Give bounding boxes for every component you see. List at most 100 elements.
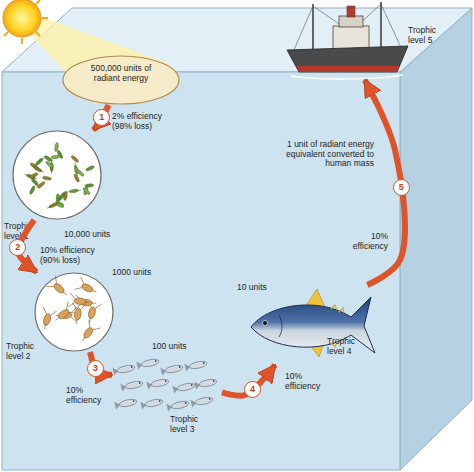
- zooplankton-antenna: [55, 308, 76, 323]
- phytoplankton: [29, 185, 36, 194]
- node-text: Trophic level 2: [6, 342, 42, 361]
- zooplankton: [38, 307, 57, 331]
- zooplankton-antenna: [51, 302, 76, 326]
- phytoplankton-spine: [34, 157, 44, 167]
- ship-wake: [291, 75, 403, 79]
- fish-eye: [213, 380, 215, 382]
- fish-eye: [209, 398, 211, 400]
- annotation-text: 1 unit of radiant energy equivalent conv…: [262, 140, 374, 169]
- small-fish: [194, 377, 217, 389]
- phytoplankton: [45, 160, 54, 168]
- fish-body: [151, 378, 170, 388]
- zooplankton-body: [42, 313, 51, 326]
- zooplankton-body: [81, 282, 95, 293]
- school-node: 100 unitsTrophic level 3: [112, 355, 222, 417]
- zooplankton-antenna: [74, 277, 99, 299]
- fish-body: [119, 398, 138, 408]
- node-illustration: [12, 130, 102, 220]
- phytoplankton: [57, 190, 67, 203]
- fish-eye: [179, 366, 181, 368]
- fish-body: [165, 364, 184, 374]
- small-fish: [120, 379, 143, 391]
- step-number: 1: [93, 109, 110, 126]
- node-text: Trophic level 5: [408, 26, 453, 45]
- zooplankton: [77, 320, 101, 345]
- phytoplankton-cell: [29, 185, 36, 194]
- ship-node: Trophic level 5: [285, 0, 410, 80]
- energy-oval: [63, 56, 179, 104]
- fish-eye: [203, 362, 205, 364]
- magnified-circle: [35, 273, 113, 351]
- phytoplankton-cell: [85, 165, 95, 172]
- node-illustration: [285, 0, 410, 80]
- annotation-text: 2% efficiency (98% loss): [112, 112, 182, 131]
- small-fish: [114, 397, 137, 409]
- sun-rays: [4, 0, 48, 44]
- tuna-node: 10 unitsTrophic level 4: [245, 285, 385, 365]
- phytoplankton-cell: [82, 187, 91, 195]
- phytoplankton: [31, 164, 45, 173]
- phytoplankton-spine: [67, 190, 81, 192]
- phytoplankton: [73, 173, 80, 182]
- cube-side-face: [400, 8, 472, 470]
- small-fish: [190, 395, 213, 407]
- zooplankton-body: [52, 282, 65, 295]
- zooplankton: [55, 308, 76, 323]
- phytoplankton: [42, 176, 51, 181]
- small-fish: [136, 357, 159, 369]
- phytoplankton-cell: [51, 155, 60, 159]
- sun-ray: [21, 38, 23, 44]
- step-number: 4: [244, 381, 261, 398]
- tuna-fin: [305, 289, 325, 307]
- node-text: 500,000 units of radiant energy: [80, 64, 162, 83]
- phytoplankton-spine: [47, 202, 60, 208]
- zooplankton: [70, 302, 86, 325]
- phytoplankton-spine: [32, 166, 44, 173]
- zooplankton: [46, 276, 71, 300]
- ship-funnel: [347, 6, 355, 17]
- magnified-circle: [13, 131, 101, 219]
- phytoplankton: [71, 155, 80, 163]
- sun-ray: [36, 0, 40, 4]
- node-illustration: [112, 355, 222, 417]
- zooplankton-body: [74, 308, 82, 321]
- small-fish: [184, 359, 207, 371]
- phytoplankton-cell: [31, 178, 39, 187]
- phytoplankton: [67, 188, 81, 193]
- ship-mast: [380, 2, 382, 50]
- phytoplankton-cell: [54, 142, 59, 151]
- fish-eye: [191, 384, 193, 386]
- fish-eye: [131, 366, 133, 368]
- node-illustration: [32, 272, 116, 352]
- phytoplankton: [85, 165, 95, 172]
- fish-body: [177, 382, 196, 392]
- zooplankton-antenna: [68, 293, 91, 309]
- phytoplankton: [44, 155, 53, 162]
- small-fish: [146, 377, 169, 389]
- tuna-eye: [263, 321, 268, 326]
- small-fish: [140, 397, 163, 409]
- fish-body: [141, 358, 160, 368]
- fish-eye: [165, 380, 167, 382]
- phyto-node: 10,000 unitsTrophic level 1: [12, 130, 102, 220]
- zooplankton: [51, 302, 76, 326]
- energy-amount: 1000 units: [112, 268, 162, 278]
- oval-node: 500,000 units of radiant energy: [62, 55, 180, 105]
- zooplankton-body: [57, 308, 70, 320]
- annotation-text: 10% efficiency (90% loss): [40, 246, 102, 265]
- fish-body: [189, 360, 208, 370]
- fish-body: [195, 396, 214, 406]
- phytoplankton: [82, 187, 91, 195]
- small-fish: [160, 363, 183, 375]
- tuna-body: [251, 297, 375, 353]
- energy-amount: 10,000 units: [64, 230, 124, 240]
- small-fish: [112, 363, 135, 375]
- fish-body: [145, 398, 164, 408]
- sun-ray: [4, 32, 8, 36]
- zooplankton-body: [74, 297, 87, 305]
- zooplankton-antenna: [77, 320, 101, 345]
- phytoplankton-cell: [71, 155, 80, 163]
- fish-eye: [133, 400, 135, 402]
